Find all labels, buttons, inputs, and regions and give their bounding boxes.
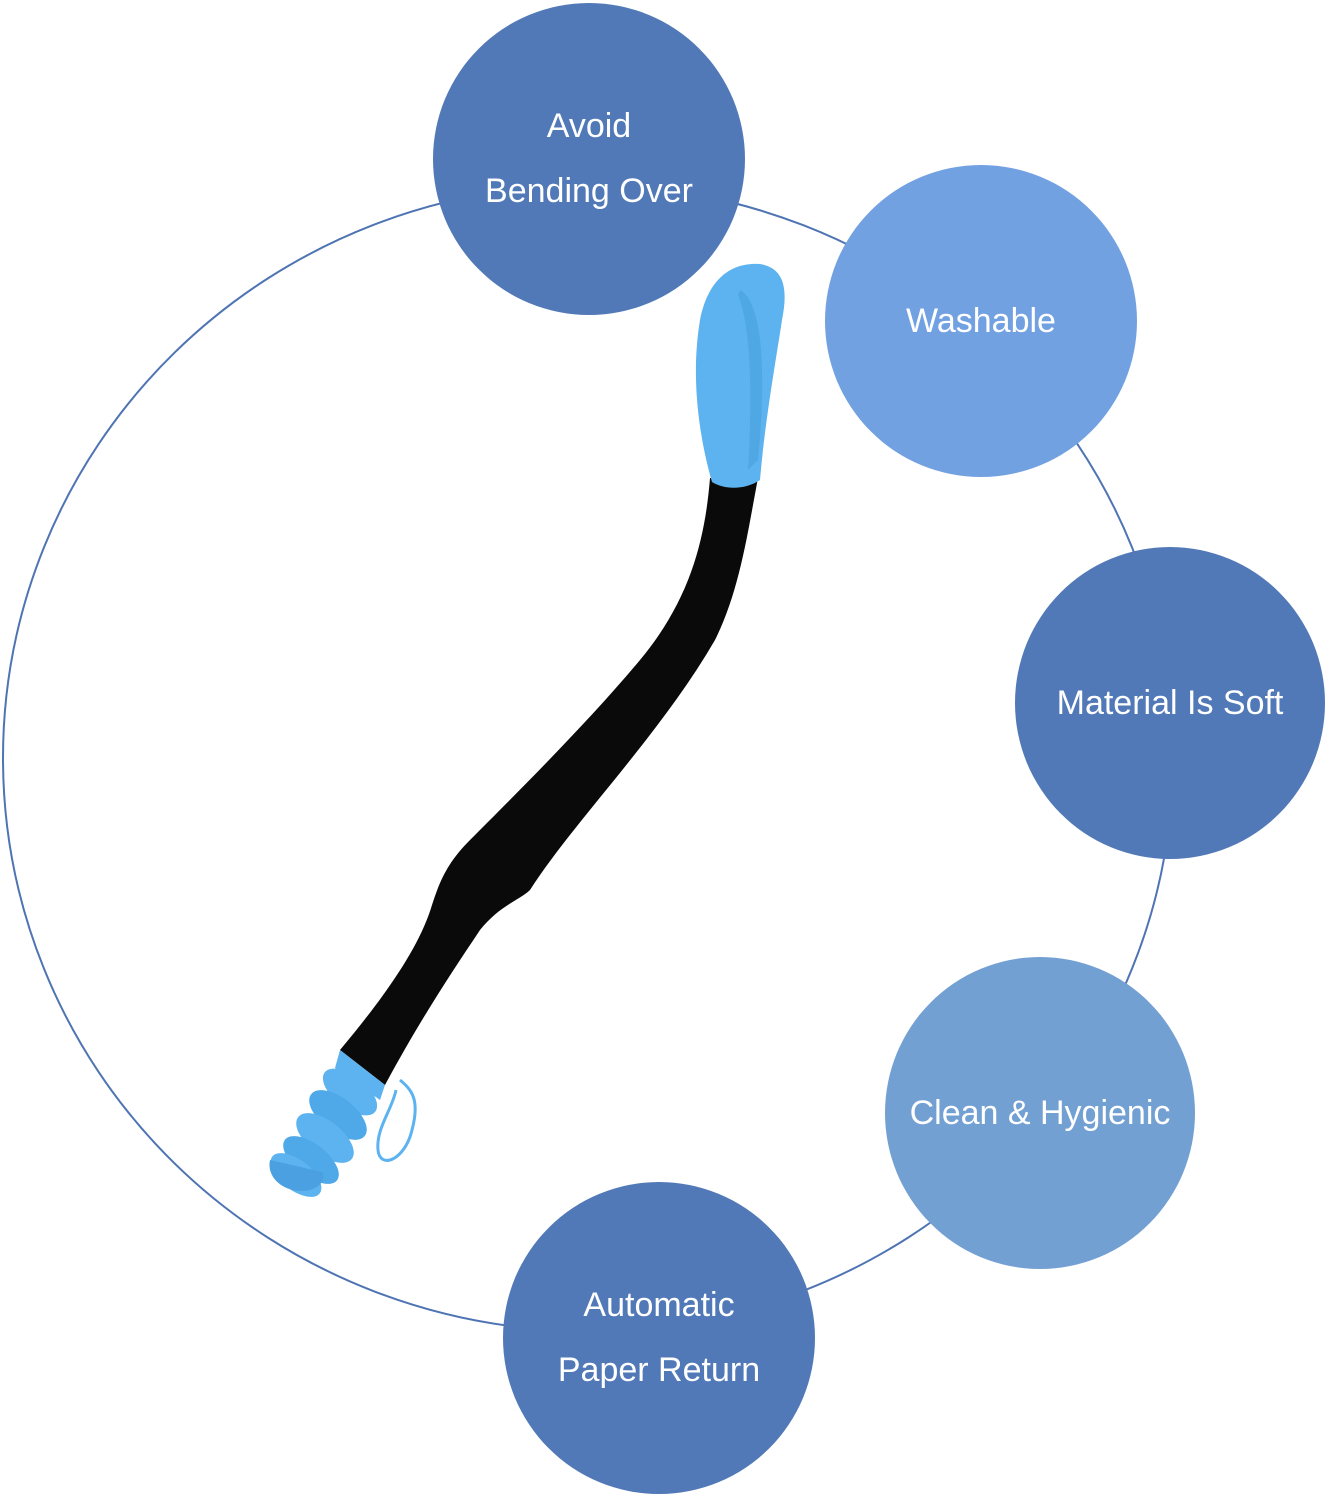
feature-label-line: Washable	[906, 301, 1056, 340]
wand-tip	[695, 263, 785, 488]
wand-loop	[376, 1078, 417, 1162]
feature-clean-hygienic: Clean & Hygienic	[885, 957, 1195, 1269]
feature-material-is-soft: Material Is Soft	[1015, 547, 1325, 859]
feature-label-line: Clean & Hygienic	[909, 1093, 1171, 1132]
feature-label-line: Paper Return	[557, 1351, 761, 1389]
feature-label-line: Material Is Soft	[1056, 683, 1284, 722]
wand-gripper	[269, 1050, 385, 1197]
wand-handle	[340, 478, 758, 1085]
feature-automatic-paper-return: Automatic Paper Return	[503, 1182, 815, 1494]
feature-label-line: Automatic	[583, 1286, 735, 1324]
feature-washable: Washable	[825, 165, 1137, 477]
toilet-aid-wand-icon	[269, 263, 785, 1197]
feature-avoid-bending-over: Avoid Bending Over	[433, 3, 745, 315]
feature-label-line: Avoid	[546, 107, 632, 145]
wand-tip-highlight	[738, 290, 763, 470]
feature-label-line: Bending Over	[485, 172, 693, 210]
